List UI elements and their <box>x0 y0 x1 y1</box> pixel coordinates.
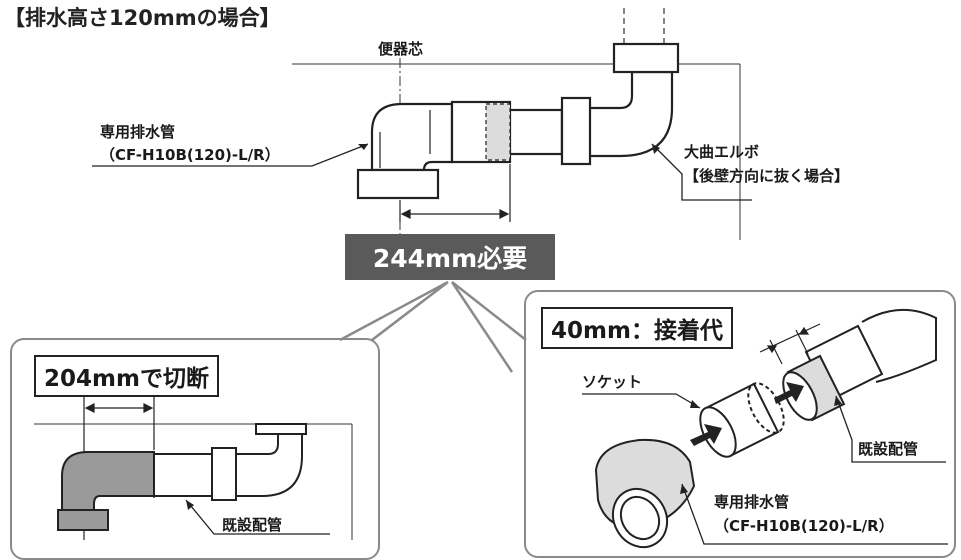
left-leader-arrow <box>186 500 194 510</box>
required-length-badge: 244mm必要 <box>345 234 555 280</box>
existing-pipe-label-right: 既設配管 <box>858 440 919 458</box>
socket-label: ソケット <box>582 373 643 391</box>
right-existing-pipe <box>782 308 937 422</box>
right-socket <box>699 382 785 458</box>
pipe-label-bottom-line1: 専用排水管 <box>714 493 790 511</box>
pipe-label-bottom-line2: （CF-H10B(120)-L/R） <box>714 517 894 535</box>
existing-pipe-label-left: 既設配管 <box>222 516 283 534</box>
large-elbow-label: 大曲エルボ 【後壁方向に抜く場合】 <box>684 140 849 188</box>
large-elbow-top <box>560 42 680 166</box>
glue-panel <box>524 290 956 558</box>
elbow-label-line2: 【後壁方向に抜く場合】 <box>684 167 850 185</box>
top-leader-arrow-right <box>652 144 660 154</box>
top-glue-zone <box>485 103 511 161</box>
glue-dimension <box>759 323 821 365</box>
cut-length-heading: 204mmで切断 <box>34 355 219 397</box>
top-dimension <box>399 164 511 222</box>
top-leaders <box>92 143 752 201</box>
callout-connectors <box>339 280 527 373</box>
special-drain-pipe-label: 専用排水管 （CF-H10B(120)-L/R） <box>100 121 280 167</box>
toilet-center-label: 便器芯 <box>378 40 424 58</box>
glue-margin-heading: 40mm：接着代 <box>541 307 733 349</box>
pipe-label-line1: 専用排水管 <box>100 123 176 141</box>
pipe-label-line2: （CF-H10B(120)-L/R） <box>100 146 280 164</box>
socket-leader-arrow <box>690 400 700 408</box>
cut-drain-pipe <box>57 451 155 531</box>
top-leader-arrow-left <box>358 144 368 150</box>
drain-leader-arrow <box>680 484 688 494</box>
vertical-pipe-dashed <box>623 8 665 44</box>
left-existing-pipe <box>153 423 307 501</box>
page-title: 【排水高さ120mmの場合】 <box>4 6 281 30</box>
elbow-label-line1: 大曲エルボ <box>684 143 760 161</box>
top-pipe-inner-lines <box>379 110 431 168</box>
special-drain-pipe-label-bottom: 専用排水管 （CF-H10B(120)-L/R） <box>714 490 894 538</box>
insert-arrow-1 <box>774 382 804 404</box>
special-drain-pipe-top <box>356 102 454 200</box>
right-drain-pipe <box>594 438 696 549</box>
left-leader <box>185 499 330 535</box>
existing-leader-arrow <box>834 396 842 406</box>
insert-arrow-2 <box>690 424 722 446</box>
